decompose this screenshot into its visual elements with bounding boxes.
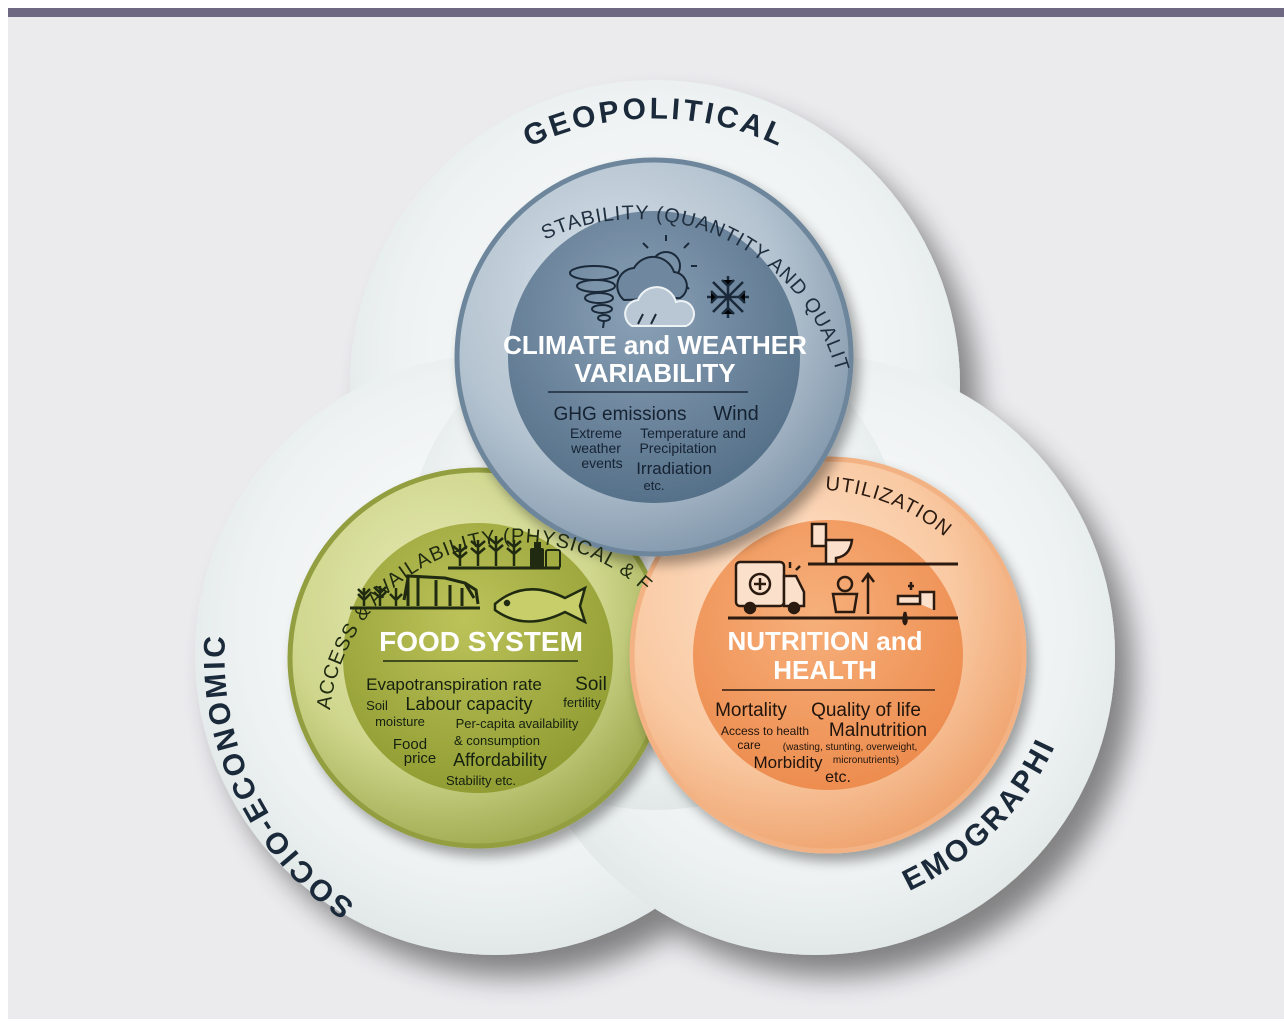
term-wind: Wind bbox=[713, 403, 759, 425]
access-title: FOOD SYSTEM bbox=[379, 626, 583, 657]
term-soil-moisture-1: Soil bbox=[366, 698, 388, 713]
term-temperature-1: Temperature and bbox=[640, 425, 746, 441]
utilization-title-line1: NUTRITION and bbox=[728, 626, 923, 656]
top-bar bbox=[8, 8, 1284, 17]
term-evapotranspiration: Evapotranspiration rate bbox=[366, 675, 542, 694]
stability-circle bbox=[454, 157, 854, 557]
tornado-icon bbox=[569, 265, 619, 329]
term-mortality: Mortality bbox=[715, 700, 787, 721]
water-tap-icon bbox=[896, 582, 936, 626]
utilization-terms: Mortality Quality of life Access to heal… bbox=[715, 700, 927, 786]
stability-title-line1: CLIMATE and WEATHER bbox=[503, 330, 807, 360]
term-access-health-2: care bbox=[737, 738, 761, 752]
crops-icon bbox=[357, 536, 522, 606]
sun-cloud-icon bbox=[616, 235, 697, 302]
term-stability-etc: etc. bbox=[644, 478, 665, 493]
term-stability-etc-access: Stability etc. bbox=[446, 773, 516, 788]
term-extreme-3: events bbox=[581, 455, 622, 471]
term-food-price-1: Food bbox=[393, 736, 427, 753]
term-malnutrition-note-1: (wasting, stunting, overweight, bbox=[783, 742, 918, 753]
term-access-health-1: Access to health bbox=[721, 724, 809, 738]
term-temperature-2: Precipitation bbox=[639, 440, 716, 456]
snowflake-icon bbox=[707, 276, 749, 318]
term-soil-fertility-1: Soil bbox=[575, 674, 607, 695]
term-malnutrition: Malnutrition bbox=[829, 720, 927, 741]
rain-cloud-icon bbox=[624, 286, 695, 327]
ambulance-icon bbox=[734, 560, 806, 615]
cow-icon bbox=[402, 574, 480, 606]
term-irradiation: Irradiation bbox=[636, 459, 712, 478]
term-utilization-etc: etc. bbox=[825, 769, 851, 786]
child-growth-icon bbox=[831, 571, 875, 614]
term-quality-of-life: Quality of life bbox=[811, 700, 921, 721]
term-soil-moisture-2: moisture bbox=[375, 714, 425, 729]
toilet-icon bbox=[810, 522, 854, 566]
utilization-circle bbox=[629, 456, 1027, 854]
term-extreme-1: Extreme bbox=[570, 425, 622, 441]
term-affordability: Affordability bbox=[453, 750, 547, 770]
utilization-title-line2: HEALTH bbox=[773, 655, 877, 685]
fish-icon bbox=[493, 585, 588, 625]
term-ghg: GHG emissions bbox=[553, 404, 686, 425]
term-labour-capacity: Labour capacity bbox=[405, 694, 532, 714]
term-food-price-2: price bbox=[404, 750, 437, 767]
term-morbidity: Morbidity bbox=[754, 753, 823, 772]
milk-containers-icon bbox=[530, 542, 561, 569]
term-soil-fertility-2: fertility bbox=[563, 695, 601, 710]
stability-title-line2: VARIABILITY bbox=[574, 358, 735, 388]
term-malnutrition-note-2: micronutrients) bbox=[833, 755, 899, 766]
term-per-capita-1: Per-capita availability bbox=[456, 716, 579, 731]
stability-terms: GHG emissions Wind Extreme weather event… bbox=[553, 403, 758, 493]
term-extreme-2: weather bbox=[570, 440, 621, 456]
term-per-capita-2: & consumption bbox=[454, 733, 540, 748]
access-terms: Evapotranspiration rate Soil fertility S… bbox=[366, 674, 607, 788]
